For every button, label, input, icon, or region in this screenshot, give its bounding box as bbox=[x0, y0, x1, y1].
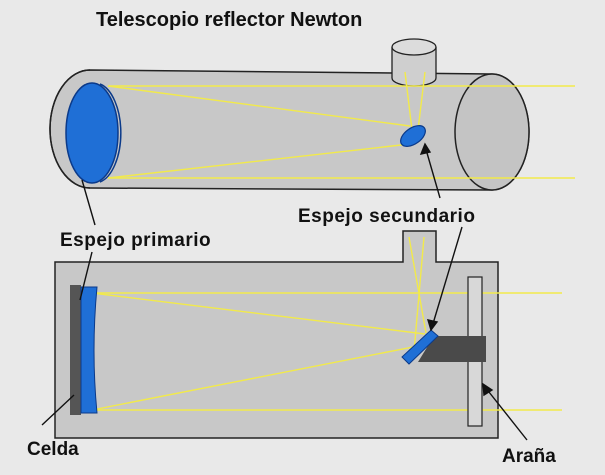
light-rays-top bbox=[107, 71, 575, 179]
primary-mirror-section bbox=[80, 286, 98, 414]
light-rays-bottom bbox=[91, 236, 562, 411]
spider-vane bbox=[418, 276, 486, 427]
diagram-title: Telescopio reflector Newton bbox=[96, 9, 362, 31]
tube-section bbox=[54, 230, 499, 439]
pointer-secondary-bottom bbox=[431, 226, 463, 328]
label-primary-mirror: Espejo primario bbox=[60, 230, 211, 251]
pointer-lines bbox=[41, 142, 528, 441]
mirror-cell bbox=[70, 285, 81, 415]
label-cell: Celda bbox=[27, 439, 79, 460]
pointer-spider bbox=[484, 386, 528, 441]
secondary-mirror-3d bbox=[400, 125, 426, 147]
tube-3d-back-rim bbox=[49, 69, 91, 189]
label-spider: Araña bbox=[502, 446, 556, 467]
primary-mirror-3d bbox=[65, 82, 122, 184]
pointer-primary-bottom bbox=[79, 251, 93, 301]
eyepiece-3d bbox=[391, 38, 437, 87]
tube-3d-front-rim bbox=[454, 73, 530, 191]
tube-section-body bbox=[54, 230, 499, 439]
label-secondary-mirror: Espejo secundario bbox=[298, 206, 475, 227]
pointer-secondary-top bbox=[424, 145, 441, 199]
pointer-cell bbox=[41, 394, 75, 426]
tube-3d bbox=[49, 38, 530, 191]
pointer-primary-top bbox=[81, 179, 96, 226]
secondary-mirror-section bbox=[401, 329, 439, 365]
